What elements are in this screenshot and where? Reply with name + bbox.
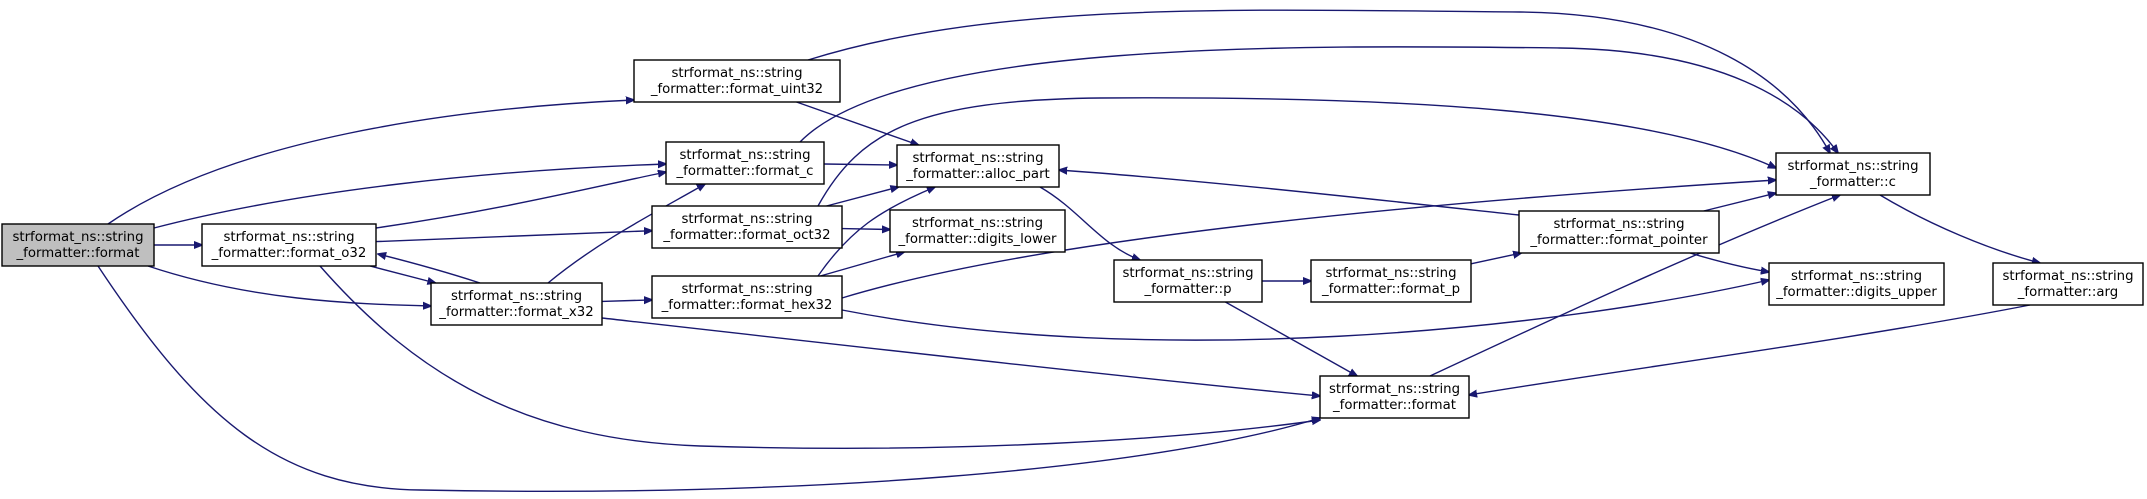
node-label-line1: strformat_ns::string	[679, 148, 810, 163]
edge-format-x32-to-format	[601, 317, 1320, 396]
node-label-line2: _formatter::format_o32	[211, 246, 367, 261]
node-box	[430, 282, 603, 326]
node-format-root[interactable]: strformat_ns::string_formatter::format	[1, 223, 155, 267]
node-label-line1: strformat_ns::string	[912, 151, 1043, 166]
edge-alloc-part-to-p	[1039, 186, 1140, 260]
edge-format-uint32-to-alloc-part	[796, 101, 919, 145]
node-label-line2: _formatter::format_x32	[438, 305, 593, 320]
edge-format-o32-to-format-x32	[369, 265, 436, 283]
node-c[interactable]: strformat_ns::string_formatter::c	[1775, 152, 1931, 196]
node-format-o32[interactable]: strformat_ns::string_formatter::format_o…	[201, 223, 377, 267]
node-box	[651, 275, 843, 319]
edges-layer	[97, 9, 2040, 493]
edge-format-hex32-to-alloc-part	[817, 187, 935, 277]
node-digits-lower[interactable]: strformat_ns::string_formatter::digits_l…	[889, 209, 1066, 253]
edge-format-hex32-to-digits-upper	[841, 280, 1769, 341]
node-label-line1: strformat_ns::string	[1787, 159, 1918, 174]
node-box	[1, 223, 155, 267]
node-label-line2: _formatter::alloc_part	[905, 167, 1050, 182]
node-label-line1: strformat_ns::string	[451, 289, 582, 304]
node-label-line1: strformat_ns::string	[912, 216, 1043, 231]
node-format-c[interactable]: strformat_ns::string_formatter::format_c	[665, 141, 825, 185]
node-label-line2: _formatter::format_hex32	[661, 298, 833, 313]
node-box	[896, 144, 1060, 188]
node-arg[interactable]: strformat_ns::string_formatter::arg	[1992, 262, 2144, 306]
node-label-line1: strformat_ns::string	[681, 212, 812, 227]
node-label-line2: _formatter::format	[16, 246, 140, 261]
node-label-line2: _formatter::format_pointer	[1529, 233, 1708, 248]
edge-arg-to-format	[1469, 304, 2031, 395]
node-p[interactable]: strformat_ns::string_formatter::p	[1113, 259, 1263, 303]
node-alloc-part[interactable]: strformat_ns::string_formatter::alloc_pa…	[896, 144, 1060, 188]
edge-format-x32-to-format-o32	[378, 254, 481, 284]
node-box	[651, 205, 843, 249]
node-label-line2: _formatter::format_c	[676, 164, 814, 179]
node-label-line2: _formatter::p	[1143, 282, 1231, 297]
node-box	[1113, 259, 1263, 303]
edge-format-to-c	[1429, 195, 1840, 377]
node-box	[1319, 375, 1470, 419]
node-box	[889, 209, 1066, 253]
node-box	[633, 59, 841, 103]
node-label-line2: _formatter::arg	[2017, 285, 2118, 300]
node-format[interactable]: strformat_ns::string_formatter::format	[1319, 375, 1470, 419]
edge-format-uint32-to-c	[807, 9, 1830, 153]
node-format-uint32[interactable]: strformat_ns::string_formatter::format_u…	[633, 59, 841, 103]
edge-format-o32-to-format	[319, 265, 1320, 449]
node-box	[1775, 152, 1931, 196]
node-label-line1: strformat_ns::string	[681, 282, 812, 297]
edge-format-x32-to-format-hex32	[601, 300, 652, 302]
nodes-layer: strformat_ns::string_formatter::formatst…	[1, 59, 2144, 419]
edge-format-hex32-to-c	[841, 180, 1776, 299]
node-format-x32[interactable]: strformat_ns::string_formatter::format_x…	[430, 282, 603, 326]
edge-format-p-to-format-pointer	[1470, 253, 1521, 265]
edge-format-pointer-to-alloc-part	[1059, 170, 1520, 216]
edge-format-oct32-to-alloc-part	[826, 187, 899, 207]
edge-format-root-to-format-uint32	[107, 100, 634, 225]
node-box	[1992, 262, 2144, 306]
edge-format-root-to-format	[97, 265, 1320, 493]
node-label-line1: strformat_ns::string	[2002, 269, 2133, 284]
edge-p-to-format	[1225, 301, 1357, 376]
edge-format-pointer-to-c	[1703, 193, 1776, 212]
node-label-line1: strformat_ns::string	[223, 230, 354, 245]
node-label-line2: _formatter::digits_lower	[897, 232, 1057, 247]
node-format-hex32[interactable]: strformat_ns::string_formatter::format_h…	[651, 275, 843, 319]
node-format-pointer[interactable]: strformat_ns::string_formatter::format_p…	[1518, 210, 1720, 254]
node-label-line2: _formatter::format_oct32	[662, 228, 830, 243]
edge-format-o32-to-format-oct32	[375, 231, 652, 243]
node-label-line1: strformat_ns::string	[671, 66, 802, 81]
edge-format-c-to-c	[799, 46, 1838, 153]
node-label-line2: _formatter::format	[1332, 398, 1456, 413]
node-digits-upper[interactable]: strformat_ns::string_formatter::digits_u…	[1768, 262, 1945, 306]
node-label-line2: _formatter::c	[1809, 175, 1896, 190]
node-label-line1: strformat_ns::string	[1553, 217, 1684, 232]
node-label-line2: _formatter::digits_upper	[1775, 285, 1937, 300]
node-label-line1: strformat_ns::string	[1122, 266, 1253, 281]
node-box	[1768, 262, 1945, 306]
node-label-line2: _formatter::format_uint32	[650, 82, 823, 97]
node-format-oct32[interactable]: strformat_ns::string_formatter::format_o…	[651, 205, 843, 249]
node-box	[1518, 210, 1720, 254]
node-format-p[interactable]: strformat_ns::string_formatter::format_p	[1310, 259, 1472, 303]
node-box	[1310, 259, 1472, 303]
edge-format-o32-to-format-c	[375, 172, 666, 229]
edge-format-oct32-to-c	[817, 97, 1776, 207]
node-label-line2: _formatter::format_p	[1321, 282, 1460, 297]
edge-format-root-to-format-x32	[147, 265, 431, 306]
edge-format-root-to-format-c	[153, 164, 666, 229]
edge-c-to-arg	[1879, 194, 2040, 263]
node-box	[201, 223, 377, 267]
edge-format-pointer-to-digits-upper	[1689, 252, 1769, 272]
node-box	[665, 141, 825, 185]
edge-format-x32-to-format-c	[547, 184, 705, 284]
edge-format-oct32-to-digits-lower	[841, 229, 890, 230]
node-label-line1: strformat_ns::string	[1329, 382, 1460, 397]
edge-format-c-to-alloc-part	[823, 164, 897, 165]
node-label-line1: strformat_ns::string	[1791, 269, 1922, 284]
edge-format-hex32-to-digits-lower	[820, 252, 904, 277]
node-label-line1: strformat_ns::string	[1325, 266, 1456, 281]
node-label-line1: strformat_ns::string	[12, 230, 143, 245]
